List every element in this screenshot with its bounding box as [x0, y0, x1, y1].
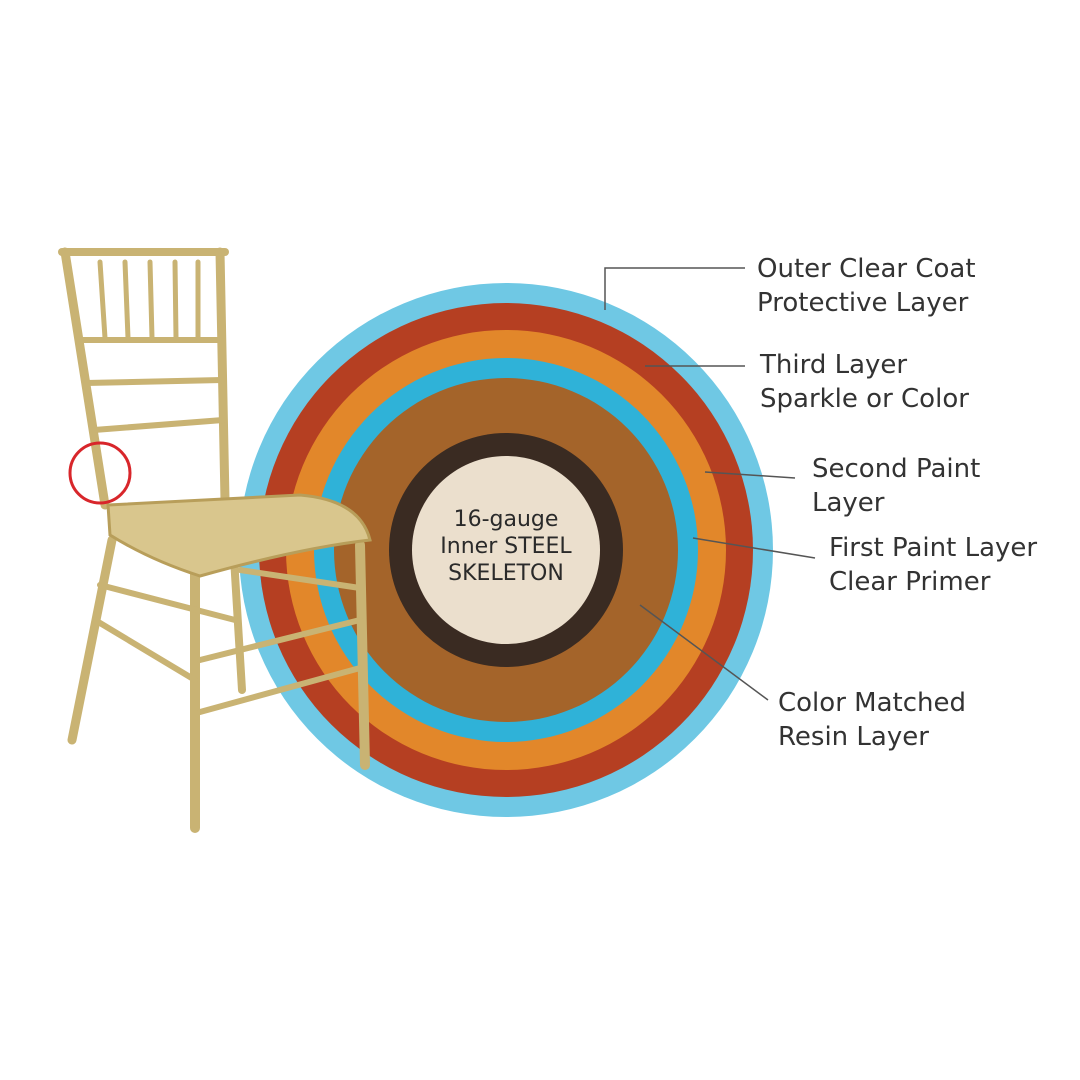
- label-line: Clear Primer: [829, 567, 991, 597]
- label-line: Color Matched: [778, 688, 966, 718]
- highlight-circle: [68, 441, 132, 505]
- core-label-line: SKELETON: [448, 561, 564, 586]
- leader-lines: [604, 267, 816, 701]
- chair-seat: [106, 493, 372, 578]
- steel-core: [412, 456, 600, 644]
- label-line: Outer Clear Coat: [757, 254, 976, 284]
- label-line: First Paint Layer: [829, 533, 1038, 563]
- label-second-paint-layer: Second Paint Layer: [812, 452, 980, 520]
- label-line: Layer: [812, 488, 885, 518]
- label-resin-layer: Color Matched Resin Layer: [778, 686, 966, 754]
- label-line: Resin Layer: [778, 722, 929, 752]
- core-label-line: 16-gauge: [453, 507, 559, 532]
- label-first-paint-layer: First Paint Layer Clear Primer: [829, 531, 1037, 599]
- label-line: Sparkle or Color: [760, 384, 969, 414]
- cross-section: [239, 283, 773, 817]
- core-label: 16-gauge Inner STEEL SKELETON: [411, 506, 601, 587]
- label-line: Second Paint: [812, 454, 981, 484]
- chair-illustration: [58, 247, 370, 833]
- label-outer-clear-coat: Outer Clear Coat Protective Layer: [757, 252, 976, 320]
- label-line: Protective Layer: [757, 288, 969, 318]
- label-line: Third Layer: [760, 350, 908, 380]
- label-third-layer: Third Layer Sparkle or Color: [760, 348, 969, 416]
- core-label-line: Inner STEEL: [440, 534, 572, 559]
